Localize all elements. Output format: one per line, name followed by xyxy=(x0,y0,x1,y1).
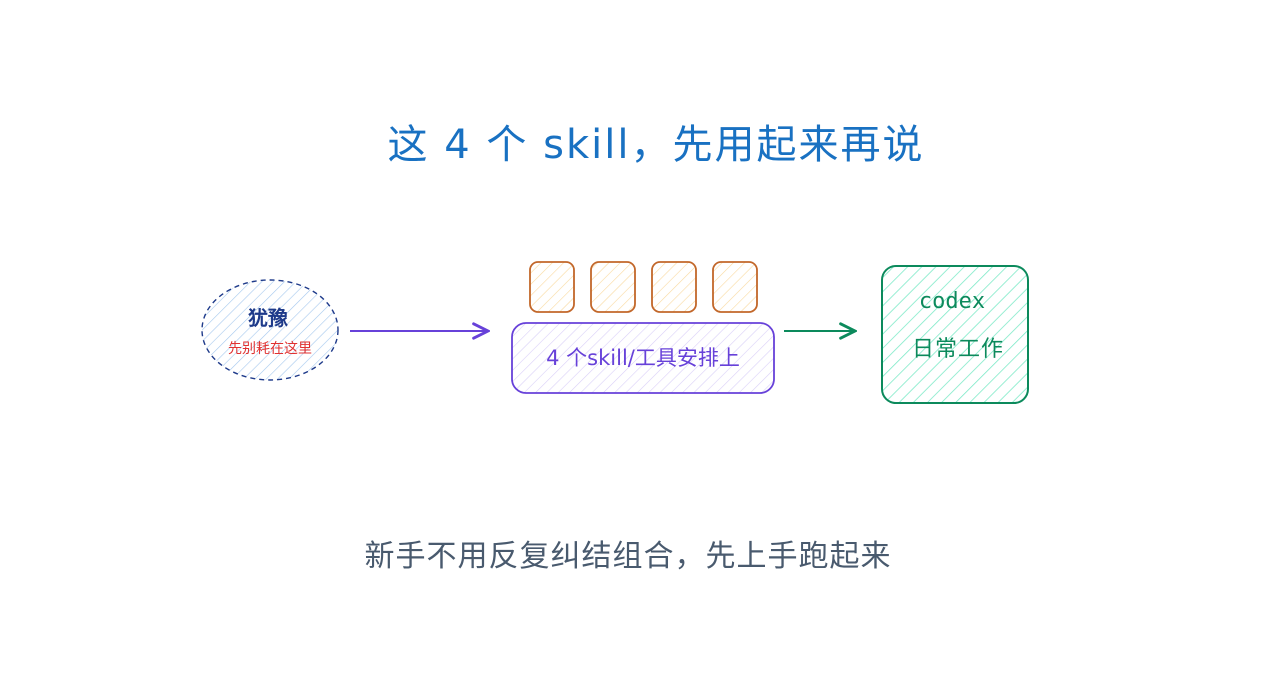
skill-tile xyxy=(651,261,697,313)
codex-node: codex 日常工作 xyxy=(881,265,1029,404)
hesitation-sublabel: 先别耗在这里 xyxy=(228,340,312,357)
skills-label: 4 个skill/工具安排上 xyxy=(546,346,740,370)
skills-box xyxy=(511,322,775,394)
skill-tile xyxy=(712,261,758,313)
skills-node: 4 个skill/工具安排上 xyxy=(511,322,775,394)
skill-tile xyxy=(590,261,636,313)
page-title: 这 4 个 skill，先用起来再说 xyxy=(388,122,925,168)
hesitation-label: 犹豫 xyxy=(248,306,288,330)
hesitation-node: 犹豫 先别耗在这里 xyxy=(201,279,339,381)
codex-title: codex xyxy=(919,289,985,314)
codex-box xyxy=(881,265,1029,404)
skill-tiles xyxy=(529,261,758,313)
hesitation-ellipse xyxy=(201,279,339,381)
bottom-caption: 新手不用反复纠结组合，先上手跑起来 xyxy=(365,539,892,574)
codex-subtitle: 日常工作 xyxy=(912,337,1004,362)
skill-tile xyxy=(529,261,575,313)
